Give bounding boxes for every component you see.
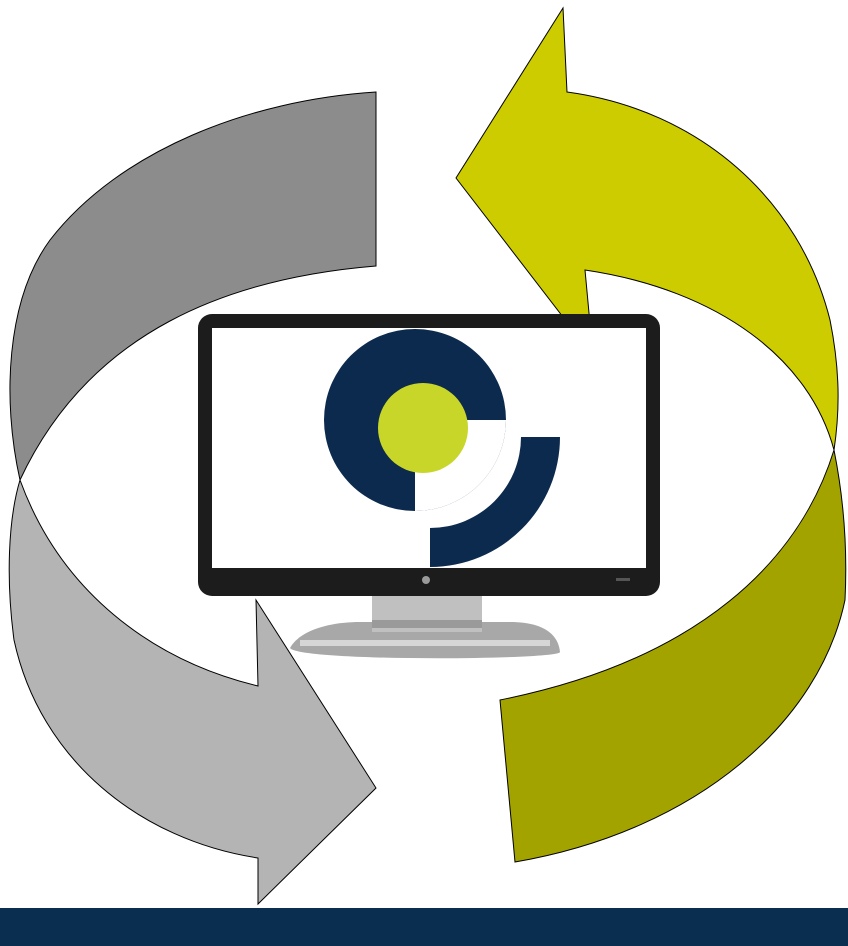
monitor-stand-neck-shade bbox=[372, 620, 482, 628]
monitor-power-indicator bbox=[616, 578, 630, 581]
monitor-stand-base-highlight bbox=[300, 640, 550, 646]
computer-monitor-icon bbox=[198, 314, 660, 658]
monitor-brand-badge bbox=[422, 576, 430, 584]
footer-band bbox=[0, 908, 848, 946]
logo-lime-center bbox=[378, 383, 468, 473]
